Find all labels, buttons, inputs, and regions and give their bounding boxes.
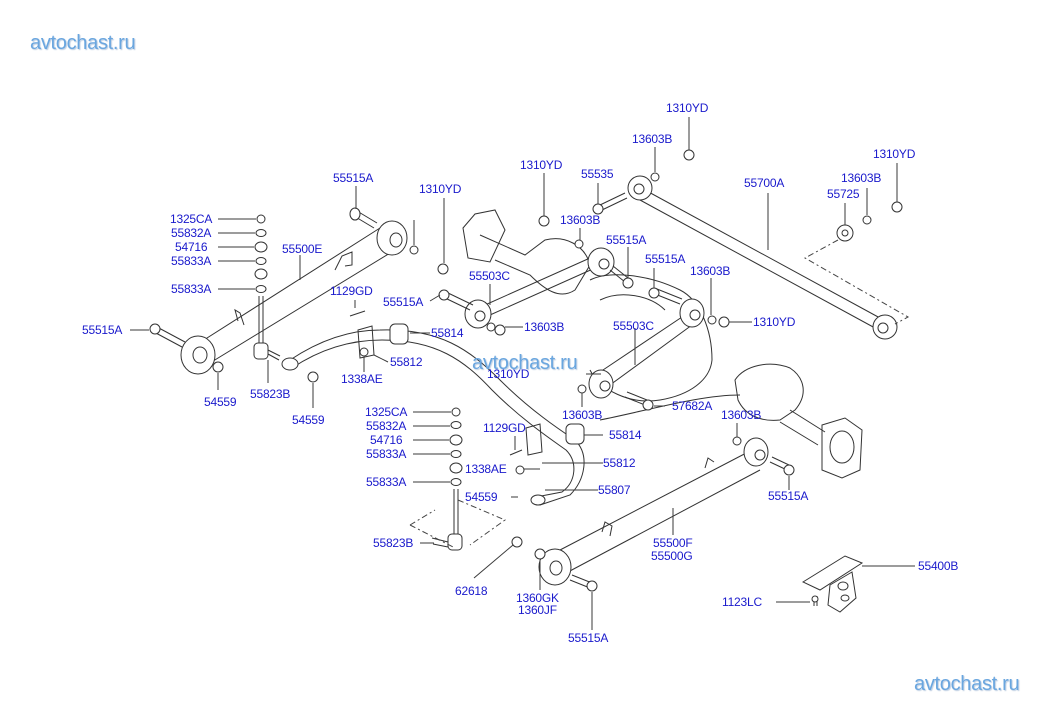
callout-1338ae[interactable]: 1338AE — [465, 462, 507, 476]
callout-55515a[interactable]: 55515A — [82, 323, 123, 337]
watermark-top-left: avtochast.ru — [30, 32, 136, 54]
callout-57682a[interactable]: 57682A — [672, 399, 713, 413]
upper-arm-55503c-left — [409, 215, 634, 336]
leader-lines — [130, 117, 915, 630]
callout-1129gd[interactable]: 1129GD — [483, 421, 526, 435]
callout-55515a[interactable]: 55515A — [333, 171, 374, 185]
end-link-hardware-lower — [409, 407, 523, 551]
callout-1360gk[interactable]: 1360GK — [516, 591, 559, 605]
callout-13603b[interactable]: 13603B — [841, 171, 882, 185]
callout-55503c[interactable]: 55503C — [469, 269, 510, 283]
callout-54559[interactable]: 54559 — [465, 490, 498, 504]
callout-13603b[interactable]: 13603B — [562, 408, 603, 422]
callout-1310yd[interactable]: 1310YD — [487, 367, 530, 381]
callout-54716[interactable]: 54716 — [175, 240, 208, 254]
callout-1310yd[interactable]: 1310YD — [419, 182, 462, 196]
lateral-rod-55700a — [592, 149, 910, 340]
callout-55823b[interactable]: 55823B — [373, 536, 414, 550]
callout-55812[interactable]: 55812 — [390, 355, 423, 369]
callout-55832a[interactable]: 55832A — [171, 226, 212, 240]
callout-55515a[interactable]: 55515A — [568, 631, 609, 645]
callout-1310yd[interactable]: 1310YD — [666, 101, 709, 115]
watermark-center: avtochast.ru — [472, 352, 578, 374]
callout-54716[interactable]: 54716 — [370, 433, 403, 447]
callout-55515a[interactable]: 55515A — [383, 295, 424, 309]
end-link-hardware-upper — [212, 214, 319, 383]
callout-55823b[interactable]: 55823B — [250, 387, 291, 401]
callout-1310yd[interactable]: 1310YD — [873, 147, 916, 161]
callout-1129gd[interactable]: 1129GD — [330, 284, 373, 298]
callout-55500e[interactable]: 55500E — [282, 242, 323, 256]
stabilizer-bar-55807 — [281, 310, 585, 506]
callout-55812[interactable]: 55812 — [603, 456, 636, 470]
callout-54559[interactable]: 54559 — [204, 395, 237, 409]
rear-axle-housing — [462, 209, 863, 479]
callout-55833a[interactable]: 55833A — [171, 254, 212, 268]
callout-13603b[interactable]: 13603B — [690, 264, 731, 278]
upper-arm-55503c-right — [577, 287, 730, 411]
callout-55814[interactable]: 55814 — [609, 428, 642, 442]
callout-1338ae[interactable]: 1338AE — [341, 372, 383, 386]
callout-55515a[interactable]: 55515A — [645, 252, 686, 266]
callout-55833a[interactable]: 55833A — [171, 282, 212, 296]
callout-55814[interactable]: 55814 — [431, 326, 464, 340]
callout-55700a[interactable]: 55700A — [744, 176, 785, 190]
lower-arm-55500f — [534, 436, 795, 592]
callout-1360jf[interactable]: 1360JF — [518, 603, 557, 617]
callout-1325ca[interactable]: 1325CA — [170, 212, 213, 226]
watermark-bottom-right: avtochast.ru — [914, 673, 1020, 695]
callout-55500f[interactable]: 55500F — [653, 536, 693, 550]
callout-55500g[interactable]: 55500G — [651, 549, 693, 563]
callout-1123lc[interactable]: 1123LC — [722, 595, 762, 609]
callout-55832a[interactable]: 55832A — [366, 419, 407, 433]
callout-13603b[interactable]: 13603B — [632, 132, 673, 146]
bracket-55400b — [801, 555, 864, 613]
callout-1325ca[interactable]: 1325CA — [365, 405, 408, 419]
callout-55833a[interactable]: 55833A — [366, 447, 407, 461]
callout-55400b[interactable]: 55400B — [918, 559, 959, 573]
callout-13603b[interactable]: 13603B — [721, 408, 762, 422]
lateral-arm-55500e — [149, 207, 408, 375]
callout-1310yd[interactable]: 1310YD — [753, 315, 796, 329]
callout-55503c[interactable]: 55503C — [613, 319, 654, 333]
callout-55535[interactable]: 55535 — [581, 167, 614, 181]
callout-55725[interactable]: 55725 — [827, 187, 860, 201]
callout-13603b[interactable]: 13603B — [524, 320, 565, 334]
callout-13603b[interactable]: 13603B — [560, 213, 601, 227]
callout-55515a[interactable]: 55515A — [768, 489, 809, 503]
callout-62618[interactable]: 62618 — [455, 584, 488, 598]
callout-55807[interactable]: 55807 — [598, 483, 631, 497]
callout-55515a[interactable]: 55515A — [606, 233, 647, 247]
callout-1310yd[interactable]: 1310YD — [520, 158, 563, 172]
callout-55833a[interactable]: 55833A — [366, 475, 407, 489]
callout-54559[interactable]: 54559 — [292, 413, 325, 427]
